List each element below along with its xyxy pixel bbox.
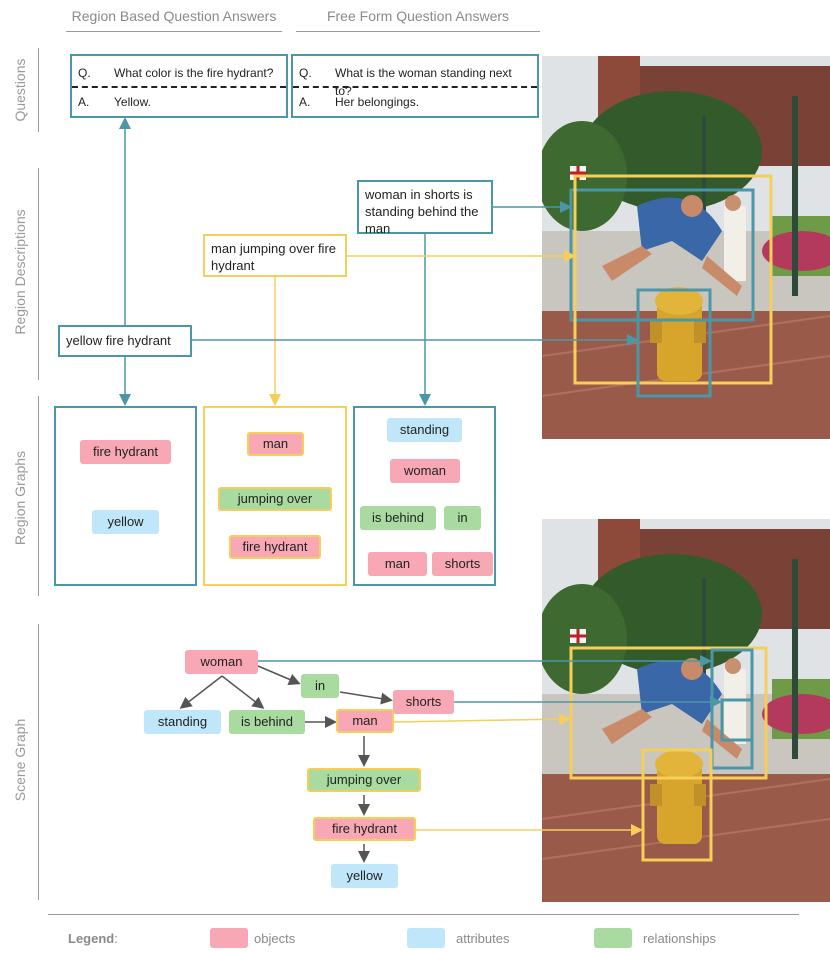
region-answer-text: Yellow. (114, 95, 151, 109)
rg3-node-in: in (444, 506, 481, 530)
legend-swatch-relationships (594, 928, 632, 948)
free-qa-header: Free Form Question Answers (326, 8, 510, 24)
region-graph-1 (54, 406, 197, 586)
region-qa-box: Q. What color is the fire hydrant? A. Ye… (70, 54, 288, 118)
legend-title-text: Legend (68, 931, 115, 946)
region-answer-row: A. Yellow. (78, 93, 280, 111)
sg-node-fire-hydrant: fire hydrant (313, 817, 416, 841)
legend-label-objects: objects (254, 931, 296, 946)
sg-node-standing: standing (144, 710, 221, 734)
rg3-node-woman: woman (390, 459, 460, 483)
free-answer-row: A. Her belongings. (299, 93, 531, 111)
rg3-node-is-behind: is behind (360, 506, 436, 530)
rg3-node-shorts: shorts (432, 552, 493, 576)
scene-graph-section-bar (38, 624, 39, 900)
legend-rule (48, 914, 799, 915)
region-qa-header: Region Based Question Answers (71, 8, 277, 24)
question-marker: Q. (78, 66, 91, 80)
legend-swatch-attributes (407, 928, 445, 948)
answer-marker: A. (299, 95, 311, 109)
rg2-node-man: man (247, 432, 304, 456)
rg2-node-jumping-over: jumping over (218, 487, 332, 511)
qa-divider (72, 86, 286, 88)
sg-node-man: man (336, 709, 394, 733)
region-question-row: Q. What color is the fire hydrant? (78, 64, 280, 82)
scene-photo-bottom-illustration (542, 519, 830, 902)
legend-swatch-objects (210, 928, 248, 948)
rg3-node-standing: standing (387, 418, 462, 442)
scene-photo-top-illustration (542, 56, 830, 439)
region-qa-header-rule (66, 31, 282, 32)
legend-title-colon: : (114, 931, 118, 946)
rg3-node-man: man (368, 552, 427, 576)
questions-section-bar (38, 48, 39, 132)
sg-node-is-behind: is behind (229, 710, 305, 734)
sg-node-in: in (301, 674, 339, 698)
scene-photo-top (542, 56, 830, 439)
qa-divider (293, 86, 537, 88)
rg1-node-fire-hydrant: fire hydrant (80, 440, 171, 464)
sg-node-jumping-over: jumping over (307, 768, 421, 792)
description-woman: woman in shorts is standing behind the m… (357, 180, 493, 236)
sg-node-yellow: yellow (331, 864, 398, 888)
rg2-node-fire-hydrant: fire hydrant (229, 535, 321, 559)
free-qa-header-rule (296, 31, 540, 32)
description-hydrant: yellow fire hydrant (58, 325, 192, 357)
sg-node-shorts: shorts (393, 690, 454, 714)
sg-node-woman: woman (185, 650, 258, 674)
legend-title: Legend: (68, 931, 118, 946)
legend-label-relationships: relationships (643, 931, 716, 946)
free-qa-box: Q. What is the woman standing next to? A… (291, 54, 539, 118)
question-marker: Q. (299, 66, 312, 80)
region-question-text: What color is the fire hydrant? (114, 66, 274, 80)
rg1-node-yellow: yellow (92, 510, 159, 534)
region-descriptions-section-bar (38, 168, 39, 380)
free-answer-text: Her belongings. (335, 95, 420, 109)
scene-photo-bottom (542, 519, 830, 902)
legend-label-attributes: attributes (456, 931, 510, 946)
region-graphs-section-bar (38, 396, 39, 596)
description-man: man jumping over fire hydrant (203, 234, 347, 277)
answer-marker: A. (78, 95, 90, 109)
free-question-row: Q. What is the woman standing next to? (299, 64, 531, 98)
